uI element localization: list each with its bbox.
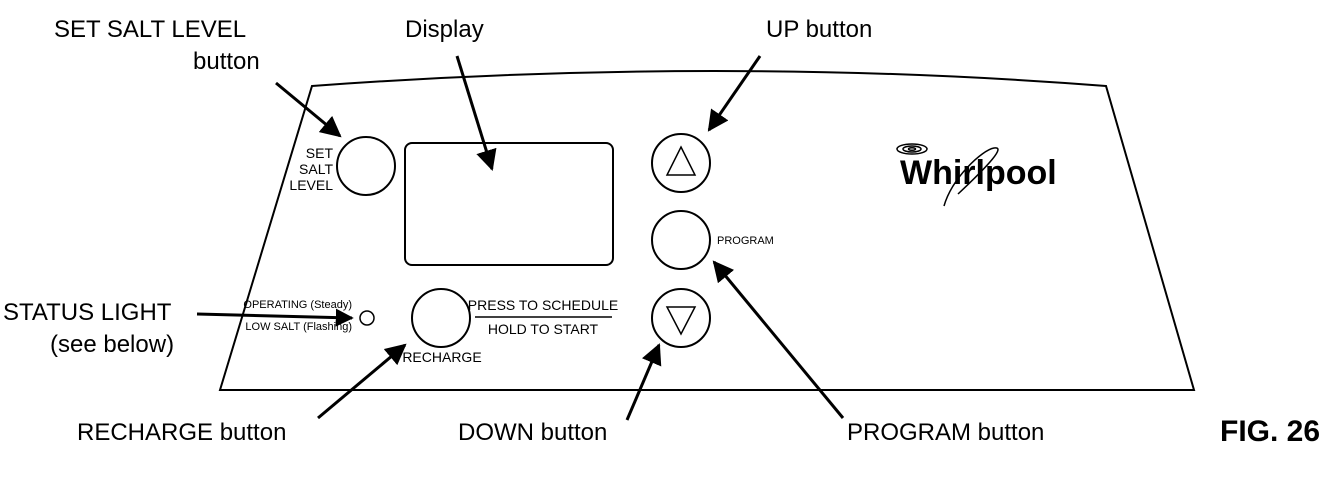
arrow-program bbox=[712, 260, 845, 419]
callout-set-salt-level-line2: button bbox=[193, 48, 260, 75]
recharge-button-label: RECHARGE bbox=[402, 349, 481, 365]
callout-up: UP button bbox=[766, 16, 872, 43]
panel-outline bbox=[218, 70, 1196, 391]
recharge-button[interactable] bbox=[411, 288, 471, 348]
press-to-schedule-label: PRESS TO SCHEDULE bbox=[468, 297, 618, 313]
arrow-status-light bbox=[196, 308, 354, 327]
display-screen bbox=[404, 142, 614, 266]
triangle-down-icon bbox=[665, 306, 697, 336]
arrow-recharge bbox=[317, 343, 407, 420]
whirlpool-logo-text: Whirlpool bbox=[900, 154, 1057, 192]
status-operating-label: OPERATING (Steady) bbox=[243, 299, 352, 311]
set-salt-level-label-3: LEVEL bbox=[289, 177, 333, 193]
status-low-salt-label: LOW SALT (Flashing) bbox=[245, 321, 352, 333]
set-salt-level-label-1: SET bbox=[306, 145, 334, 161]
callout-recharge: RECHARGE button bbox=[77, 419, 286, 446]
set-salt-level-button[interactable] bbox=[336, 136, 396, 196]
callout-display: Display bbox=[405, 16, 484, 43]
callout-status-light-line1: STATUS LIGHT bbox=[3, 299, 172, 326]
callout-program: PROGRAM button bbox=[847, 419, 1044, 446]
down-button[interactable] bbox=[651, 288, 711, 348]
whirlpool-swirl-icon bbox=[896, 143, 928, 155]
logo-swoosh bbox=[943, 147, 999, 207]
arrow-set-salt-level bbox=[275, 81, 342, 138]
figure-label: FIG. 26 bbox=[1220, 415, 1320, 448]
callout-status-light-line2: (see below) bbox=[50, 331, 174, 358]
arrow-up bbox=[707, 55, 762, 132]
set-salt-level-label-2: SALT bbox=[299, 161, 333, 177]
triangle-up-icon bbox=[665, 145, 697, 176]
arrow-display bbox=[455, 55, 497, 172]
hold-to-start-label: HOLD TO START bbox=[488, 321, 599, 337]
up-button[interactable] bbox=[651, 133, 711, 193]
program-button[interactable] bbox=[651, 210, 711, 270]
program-button-label: PROGRAM bbox=[717, 235, 774, 247]
callout-set-salt-level-line1: SET SALT LEVEL bbox=[54, 16, 246, 43]
callout-down: DOWN button bbox=[458, 419, 607, 446]
status-light bbox=[359, 310, 375, 326]
arrow-down bbox=[625, 343, 662, 421]
